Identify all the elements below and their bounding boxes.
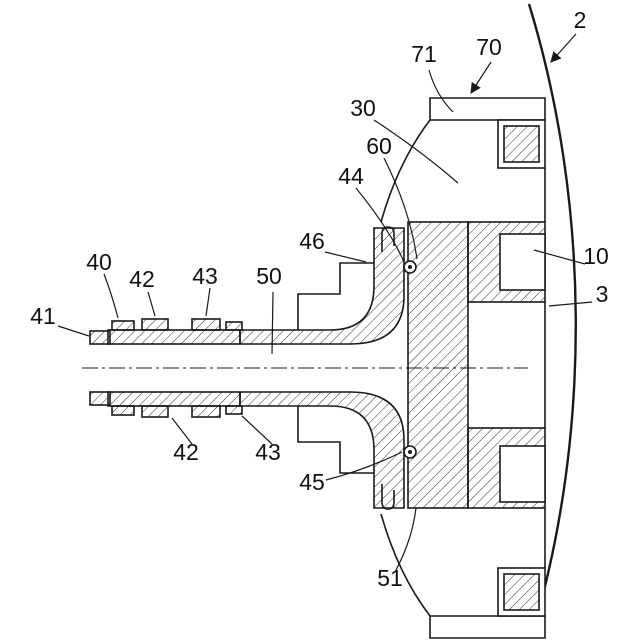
snap-hook-lower [381, 484, 395, 510]
hub-bottom-cap [429, 615, 546, 639]
leader-42-lower [171, 417, 193, 445]
top-bolt-core [503, 125, 540, 163]
leader-43-upper [205, 287, 211, 317]
ref-label-30: 30 [350, 95, 376, 121]
end-cap-upper [89, 330, 111, 345]
leader-43-lower [241, 415, 273, 445]
hub-shell-bottom [380, 513, 431, 617]
leader-41 [57, 325, 90, 337]
ref-label-46: 46 [299, 228, 325, 254]
tube-wall-upper [107, 329, 241, 345]
ref-label-45: 45 [299, 469, 325, 495]
ref-label-42-lower: 42 [173, 439, 199, 465]
fitting-43-upper [191, 318, 221, 331]
ref-label-42-upper: 42 [129, 266, 155, 292]
ref-label-40: 40 [86, 249, 112, 275]
leader-71 [428, 69, 454, 113]
ferrule-upper [225, 321, 243, 331]
elbow-tube-lower [239, 391, 405, 509]
ref-label-50: 50 [256, 263, 282, 289]
boss-bore-lower [499, 445, 546, 503]
fitting-42-lower [141, 405, 169, 418]
leader-42-upper [147, 291, 156, 317]
bottom-bolt-core [503, 573, 540, 611]
ref-label-44: 44 [338, 163, 364, 189]
ref-label-60: 60 [366, 133, 392, 159]
ref-label-51: 51 [377, 565, 403, 591]
fitting-43-lower [191, 405, 221, 418]
ref-label-43-lower: 43 [255, 439, 281, 465]
leader-10 [533, 249, 586, 265]
leader-46 [324, 251, 367, 263]
seal-ring-lower-core [408, 450, 412, 454]
snap-hook-upper [381, 226, 395, 252]
ref-label-41: 41 [30, 303, 56, 329]
leader-60 [383, 157, 418, 260]
ferrule-lower [225, 405, 243, 415]
leader-51 [395, 507, 417, 571]
ref-label-71: 71 [411, 41, 437, 67]
fitting-40-lower [111, 405, 135, 416]
ref-label-3: 3 [596, 281, 609, 307]
leader-44 [355, 187, 405, 263]
seal-ring-upper-core [408, 265, 412, 269]
hub-shell-top [380, 119, 431, 223]
end-cap-lower [89, 391, 111, 406]
ref-label-2: 2 [574, 7, 587, 33]
hub-flange-body [407, 221, 469, 509]
boss-bore-upper [499, 233, 546, 291]
leader-50 [271, 291, 274, 355]
hub-top-cap [429, 97, 546, 121]
ref-label-10: 10 [583, 243, 609, 269]
fitting-42-upper [141, 318, 169, 331]
ref-label-43-upper: 43 [192, 263, 218, 289]
leader-3 [548, 301, 593, 307]
leader-45 [325, 451, 403, 481]
ref-label-70: 70 [476, 34, 502, 60]
leader-30 [373, 119, 459, 184]
leader-70 [470, 61, 492, 94]
wheel-rim-arc [527, 3, 577, 639]
leader-2 [550, 33, 577, 63]
leader-40 [103, 273, 119, 319]
fitting-40-upper [111, 320, 135, 331]
tube-wall-lower [107, 391, 241, 407]
step-bracket-upper [297, 262, 374, 330]
